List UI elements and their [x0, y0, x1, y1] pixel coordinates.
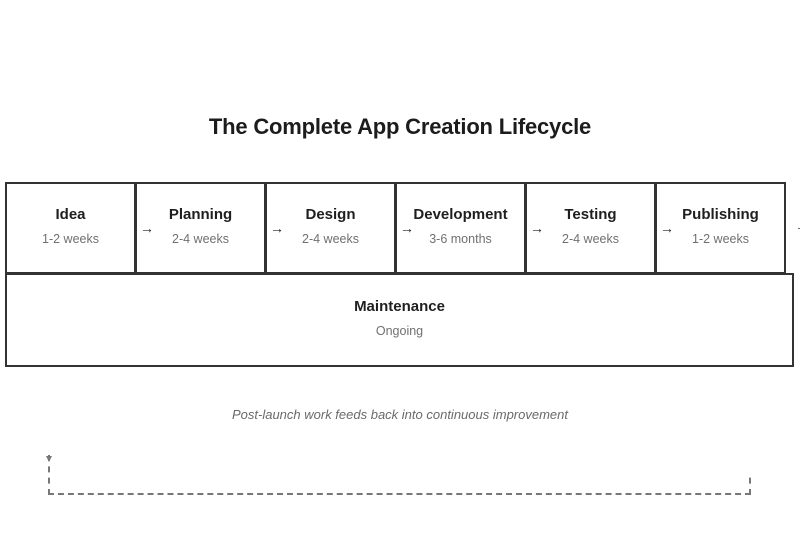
- arrow-up-icon: [46, 456, 52, 462]
- feedback-caption: Post-launch work feeds back into continu…: [231, 407, 568, 422]
- stage-duration: 2-4 weeks: [302, 232, 359, 246]
- arrow-right-icon: →: [140, 220, 154, 236]
- diagram-title: The Complete App Creation Lifecycle: [208, 114, 592, 139]
- stage-publishing: → Publishing 1-2 weeks: [655, 182, 786, 274]
- stage-name: Design: [305, 206, 356, 223]
- stage-duration: 1-2 weeks: [692, 232, 749, 246]
- stage-duration: 2-4 weeks: [172, 232, 229, 246]
- stage-name: Idea: [55, 206, 86, 223]
- arrow-right-icon: →: [660, 220, 674, 236]
- feedback-loop-connector: [48, 455, 751, 495]
- arrow-right-icon: →: [795, 219, 800, 233]
- stage-name: Maintenance: [354, 298, 445, 315]
- stage-development: → Development 3-6 months: [395, 182, 526, 274]
- arrow-right-icon: →: [530, 220, 544, 236]
- stage-row: Idea 1-2 weeks → Planning 2-4 weeks → De…: [5, 182, 786, 274]
- arrow-right-icon: →: [270, 220, 284, 236]
- stage-name: Publishing: [682, 206, 759, 223]
- stage-idea: Idea 1-2 weeks: [5, 182, 136, 274]
- arrow-right-icon: →: [400, 220, 414, 236]
- stage-duration: 1-2 weeks: [42, 232, 99, 246]
- stage-planning: → Planning 2-4 weeks: [135, 182, 266, 274]
- connector-trim: [748, 455, 754, 473]
- stage-maintenance: Maintenance Ongoing: [5, 273, 794, 367]
- stage-name: Planning: [168, 206, 233, 223]
- stage-duration: Ongoing: [375, 324, 424, 338]
- stage-testing: → Testing 2-4 weeks: [525, 182, 656, 274]
- stage-duration: 2-4 weeks: [562, 232, 619, 246]
- stage-name: Development: [413, 206, 508, 223]
- stage-design: → Design 2-4 weeks: [265, 182, 396, 274]
- stage-duration: 3-6 months: [429, 232, 492, 246]
- stage-name: Testing: [564, 206, 617, 223]
